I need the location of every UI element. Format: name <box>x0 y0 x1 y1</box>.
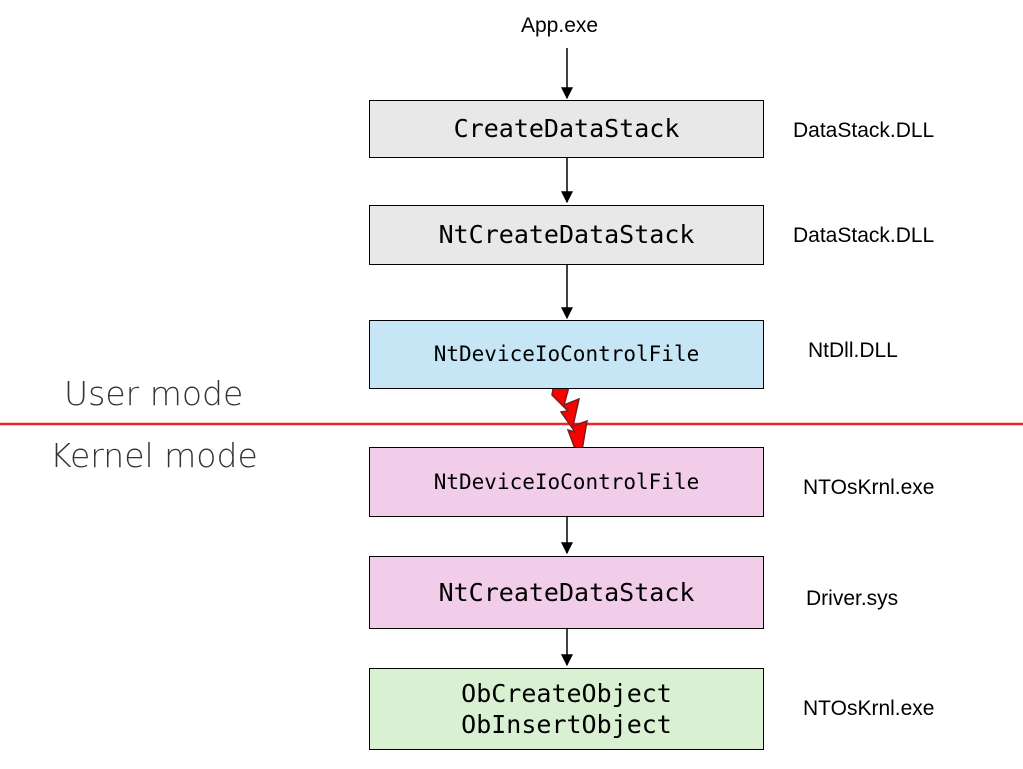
obobjects-module: NTOsKrnl.exe <box>803 697 935 720</box>
createdatastack-label: CreateDataStack <box>453 114 680 144</box>
ntcreatedatastack-kernel-box: NtCreateDataStack <box>369 556 764 629</box>
ntcreatedatastack-kernel-module: Driver.sys <box>806 587 899 610</box>
obinsertobject-label: ObInsertObject <box>461 710 672 739</box>
ntdeviceiocontrolfile-kernel-label: NtDeviceIoControlFile <box>433 469 700 494</box>
ntdeviceiocontrolfile-kernel-box: NtDeviceIoControlFile <box>369 447 764 517</box>
createdatastack-box: CreateDataStack <box>369 100 764 158</box>
ntcreatedatastack-user-box: NtCreateDataStack <box>369 205 764 265</box>
app-exe-label: App.exe <box>521 14 599 37</box>
ntdeviceiocontrolfile-kernel-module: NTOsKrnl.exe <box>803 476 935 499</box>
kernel-mode-label: Kernel mode <box>50 436 258 475</box>
ntcreatedatastack-user-module: DataStack.DLL <box>793 224 935 247</box>
user-mode-label: User mode <box>64 374 244 413</box>
ntcreatedatastack-user-label: NtCreateDataStack <box>438 220 695 250</box>
createdatastack-module: DataStack.DLL <box>793 119 935 142</box>
ntdeviceiocontrolfile-user-module: NtDll.DLL <box>808 339 898 362</box>
ntdeviceiocontrolfile-user-box: NtDeviceIoControlFile <box>369 320 764 389</box>
obcreateobject-label: ObCreateObject <box>461 678 672 708</box>
ntdeviceiocontrolfile-user-label: NtDeviceIoControlFile <box>433 342 700 367</box>
obobjects-box: ObCreateObject ObInsertObject <box>369 668 764 750</box>
ntcreatedatastack-kernel-label: NtCreateDataStack <box>438 577 695 607</box>
